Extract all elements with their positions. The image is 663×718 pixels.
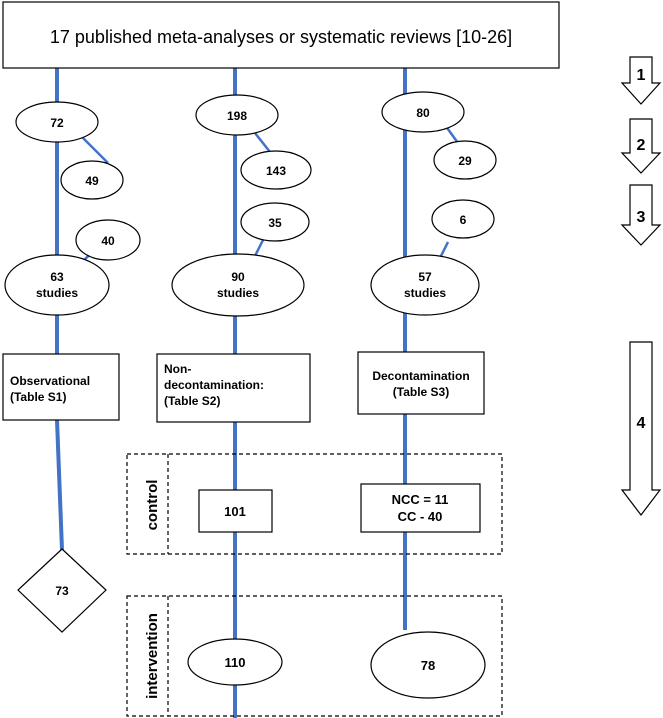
branch-col2-excl2 — [253, 237, 266, 257]
col3-excluded-2-value: 6 — [460, 213, 467, 227]
col3-intervention-node — [370, 631, 486, 699]
col1-studies-count: 63 — [50, 270, 64, 284]
col1-outcome-value: 73 — [55, 584, 69, 598]
col3-control-line1: NCC = 11 — [392, 492, 449, 507]
col2-category-line2: decontamination: — [164, 378, 264, 392]
col1-studies-word: studies — [36, 286, 78, 300]
col3-control-line2: CC - 40 — [398, 509, 443, 524]
col3-excluded-1-value: 29 — [458, 154, 472, 168]
col1-excluded-2-value: 40 — [101, 234, 115, 248]
col2-category-line3: (Table S2) — [164, 394, 220, 408]
col2-excluded-1-value: 143 — [266, 164, 286, 178]
col1-outcome-diamond — [17, 548, 107, 633]
col3-category-line1: Decontamination — [372, 369, 469, 383]
col2-start-node — [195, 94, 279, 136]
col3-excluded-2-node — [431, 199, 495, 239]
col3-studies-count: 57 — [418, 270, 432, 284]
branch-col3-excl2 — [438, 241, 450, 259]
col2-control-box — [198, 489, 273, 533]
col1-category-box — [2, 353, 120, 421]
col2-intervention-node — [187, 638, 283, 686]
col2-start-value: 198 — [227, 109, 247, 123]
col2-studies-word: studies — [217, 286, 259, 300]
col2-control-value: 101 — [224, 504, 246, 519]
step-3-label: 3 — [637, 209, 646, 226]
col3-excluded-1-node — [433, 140, 497, 180]
branch-col1-excl1 — [81, 136, 109, 164]
step-4-arrow: 4 — [620, 341, 662, 516]
col1-start-value: 72 — [50, 116, 64, 130]
control-group-box — [126, 453, 503, 555]
header-title: 17 published meta-analyses or systematic… — [50, 27, 512, 47]
col3-start-value: 80 — [416, 106, 430, 120]
step-2-arrow: 2 — [620, 118, 662, 174]
step-1-arrow: 1 — [620, 56, 662, 105]
col2-category-line1: Non- — [164, 362, 191, 376]
col3-studies-word: studies — [404, 286, 446, 300]
col1-category-line2: (Table S1) — [10, 390, 66, 404]
col3-intervention-value: 78 — [421, 658, 435, 673]
step-4-label: 4 — [637, 415, 646, 432]
col3-category-line2: (Table S3) — [393, 385, 449, 399]
intervention-group-box — [126, 595, 503, 717]
intervention-group-label: intervention — [144, 613, 161, 699]
header-box — [2, 1, 560, 69]
col2-excluded-1-node — [240, 150, 312, 190]
col2-category-box — [156, 353, 311, 423]
step-1-label: 1 — [637, 67, 646, 84]
col2-excluded-2-value: 35 — [268, 216, 282, 230]
col1-excluded-1-node — [60, 160, 124, 200]
col3-start-node — [381, 91, 465, 133]
col1-excluded-2-node — [75, 219, 141, 261]
col3-studies-node — [370, 254, 480, 316]
col2-excluded-2-node — [240, 202, 310, 242]
col1-excluded-1-value: 49 — [85, 174, 99, 188]
col2-studies-count: 90 — [231, 270, 245, 284]
col3-category-box — [357, 351, 485, 415]
col1-start-node — [15, 101, 99, 143]
col1-category-line1: Observational — [10, 374, 90, 388]
col1-studies-node — [4, 254, 110, 316]
col3-control-box — [360, 483, 481, 533]
col2-intervention-value: 110 — [225, 655, 246, 670]
step-2-label: 2 — [637, 137, 646, 154]
branch-col2-excl1 — [254, 132, 271, 153]
col2-studies-node — [171, 253, 305, 317]
step-3-arrow: 3 — [620, 184, 662, 246]
connector-col1-lower — [55, 419, 64, 551]
control-group-label: control — [144, 480, 161, 531]
